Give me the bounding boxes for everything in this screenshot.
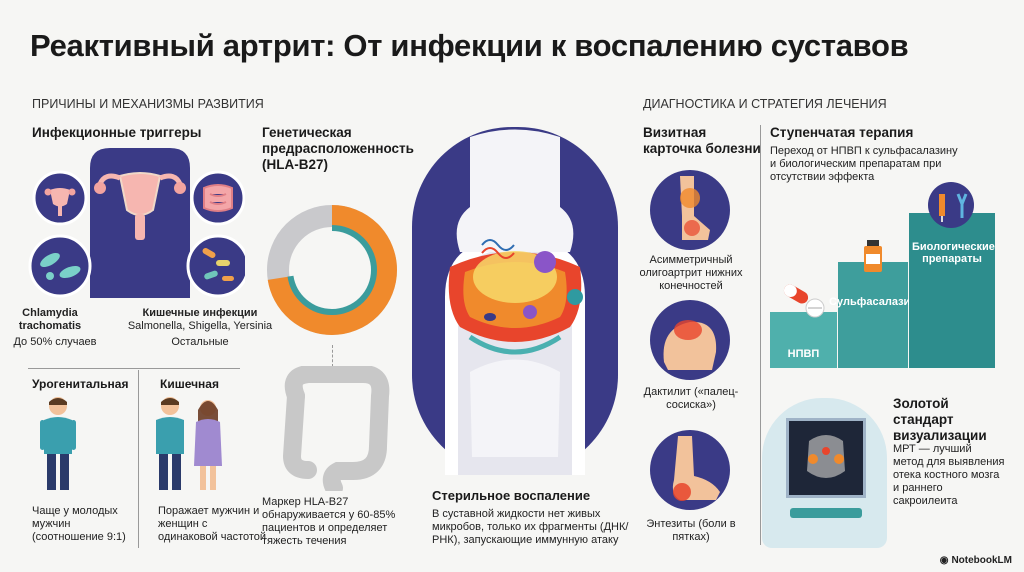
heel-icon-circle	[650, 430, 730, 510]
forms-divider	[138, 370, 139, 548]
genetic-heading: Генетическая предрасположенность (HLA-B2…	[262, 125, 414, 172]
knee-joint-illustration	[412, 127, 618, 475]
intestine-icon	[203, 184, 233, 212]
colon-icon	[282, 366, 390, 491]
triggers-heading: Инфекционные триггеры	[32, 125, 202, 140]
urogenital-heading: Урогенитальная	[32, 377, 129, 391]
therapy-step-nsaid: НПВП	[770, 312, 837, 368]
intestinal-share: Остальные	[171, 336, 229, 348]
card-item1: Асимметричный олигоартрит нижних конечно…	[639, 254, 743, 292]
intestinal-form-text: Поражает мужчин и женщин с одинаковой ча…	[158, 505, 267, 543]
inflammation-text: В суставной жидкости нет живых микробов,…	[432, 508, 629, 546]
therapy-text: Переход от НПВП к сульфасалазину и биоло…	[770, 145, 958, 183]
leg-icon-circle	[650, 170, 730, 250]
microbe-fragment-icon	[534, 251, 556, 273]
imaging-heading: Золотой стандарт визуализации	[893, 396, 987, 443]
therapy-step-sulfasalazine: Сульфасалазин	[829, 262, 917, 368]
finger-icon-circle	[650, 300, 730, 380]
chlamydia-bacteria-icon	[40, 253, 81, 280]
brand-logo: ◉ NotebookLM	[940, 555, 1012, 566]
intestinal-form-heading: Кишечная	[160, 377, 219, 391]
chlamydia-share: До 50% случаев	[13, 336, 97, 348]
uterus-icon	[94, 172, 186, 240]
imaging-text: МРТ — лучший метод для выявления отека к…	[893, 443, 1005, 507]
left-section-title: ПРИЧИНЫ И МЕХАНИЗМЫ РАЗВИТИЯ	[32, 97, 264, 111]
therapy-step-biologics: Биологические препараты	[909, 213, 995, 368]
biologics-icon-circle	[928, 182, 974, 228]
notebooklm-icon: ◉	[939, 555, 949, 566]
heel-pain-icon	[672, 436, 720, 501]
syringe-antibody-icon	[939, 193, 968, 222]
mri-scan-icon	[789, 421, 863, 495]
man-icon	[40, 397, 76, 490]
page-title: Реактивный артрит: От инфекции к воспале…	[30, 28, 909, 63]
step1-label: НПВП	[787, 348, 820, 360]
medicine-bottle-icon	[864, 240, 882, 272]
card-item3: Энтезиты (боли в пятках)	[646, 518, 736, 543]
step2-label: Сульфасалазин	[829, 296, 917, 308]
step3-label: Биологические препараты	[912, 241, 995, 265]
card-item2: Дактилит («палец-сосиска»)	[643, 386, 739, 411]
hla-b27-donut-chart	[267, 205, 397, 335]
swollen-toe-icon	[663, 320, 717, 370]
card-heading: Визитная карточка болезни	[643, 125, 761, 156]
triggers-illustration	[28, 148, 245, 298]
right-section-title: ДИАГНОСТИКА И СТРАТЕГИЯ ЛЕЧЕНИЯ	[643, 97, 887, 111]
mri-image	[786, 418, 866, 498]
intestinal-bacteria-icon	[202, 248, 234, 281]
leg-joint-icon	[680, 176, 710, 240]
reproductive-system-icon	[44, 188, 76, 216]
brand-name: NotebookLM	[951, 555, 1012, 566]
donut-inner-arc	[287, 225, 377, 315]
pills-icon	[783, 284, 825, 318]
urogenital-text: Чаще у молодых мужчин (соотношение 9:1)	[32, 505, 126, 543]
intestinal-species: Salmonella, Shigella, Yersinia	[127, 320, 273, 332]
dna-fragment-icon	[481, 239, 515, 259]
mri-table	[790, 508, 862, 518]
inflammation-heading: Стерильное воспаление	[432, 488, 591, 503]
therapy-heading: Ступенчатая терапия	[770, 125, 914, 140]
genetic-connector	[332, 345, 333, 367]
chlamydia-name: Chlamydia trachomatis	[18, 307, 82, 332]
forms-top-divider	[28, 368, 240, 369]
couple-icon	[156, 397, 222, 490]
intestinal-infections-name: Кишечные инфекции	[142, 307, 258, 319]
genetic-text: Маркер HLA-B27 обнаруживается у 60-85% п…	[262, 496, 396, 547]
donut-share-arc	[267, 205, 397, 335]
right-divider	[760, 125, 761, 545]
